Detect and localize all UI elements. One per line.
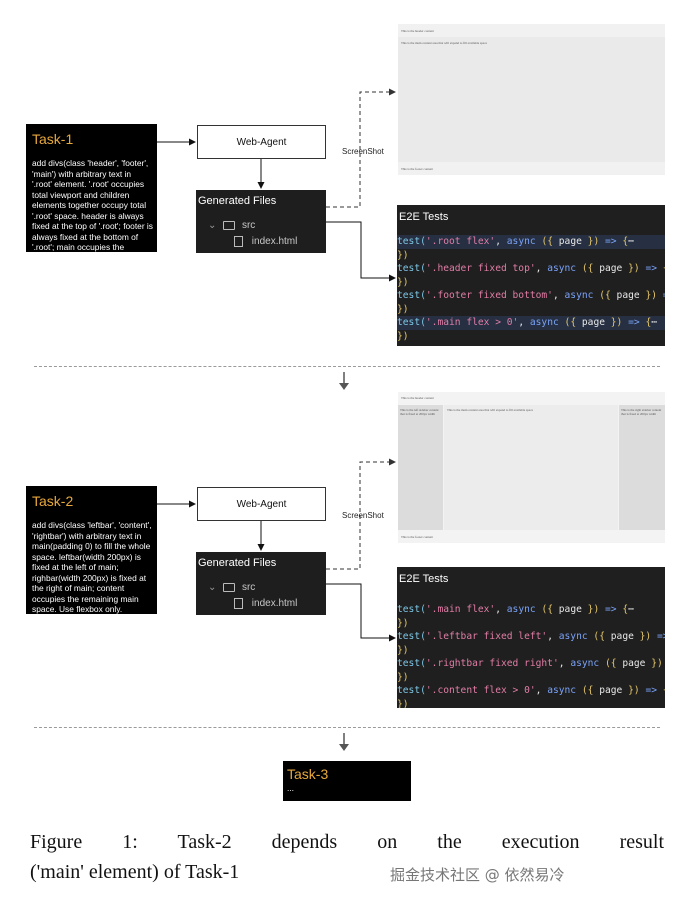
shot2-leftbar: This is the left sidebar content that is…: [398, 405, 443, 530]
task3-description: ...: [287, 783, 294, 793]
shot2-header-text: This is the header content: [401, 396, 434, 400]
tree-file-index[interactable]: index.html: [234, 598, 297, 609]
arrow-files-to-e2e: [326, 221, 396, 282]
tree-folder-src[interactable]: ⌄ src: [208, 220, 255, 231]
test-line: test('.leftbar fixed left', async ({ pag…: [397, 631, 665, 642]
test-line: test('.footer fixed bottom', async ({ pa…: [397, 290, 665, 301]
generated-files-title: Generated Files: [198, 557, 277, 569]
web-agent-box-1: Web-Agent: [197, 125, 326, 159]
folder-icon: [223, 582, 236, 592]
generated-files-panel-2: Generated Files ⌄ src index.html: [196, 552, 326, 615]
shot2-right-text: This is the right sidebar content that i…: [621, 408, 662, 416]
file-icon: [234, 236, 243, 247]
section-divider-1: [34, 366, 660, 367]
shot2-left-text: This is the left sidebar content that is…: [400, 408, 439, 416]
watermark: 掘金技术社区 @ 依然易冷: [390, 866, 565, 884]
test-close-line: }): [397, 671, 409, 683]
test-close-line: }): [397, 644, 409, 656]
screenshot-preview-1: This is the header content This is the m…: [398, 24, 665, 175]
task1-title: Task-1: [32, 131, 74, 147]
shot1-main-text: This is the main content area that will …: [401, 41, 488, 45]
e2e-title-1: E2E Tests: [399, 211, 449, 223]
task1-box: Task-1 add divs(class 'header', 'footer'…: [26, 124, 157, 263]
chevron-down-icon: ⌄: [208, 582, 217, 593]
e2e-title-2: E2E Tests: [399, 573, 449, 585]
test-line: test('.content flex > 0', async ({ page …: [397, 685, 665, 696]
test-close-line: }): [397, 303, 409, 315]
down-arrow-2: [339, 733, 349, 751]
file-icon: [234, 598, 243, 609]
generated-files-panel-1: Generated Files ⌄ src index.html: [196, 190, 326, 253]
figure-caption-line1: Figure 1: Task-2 depends on the executio…: [30, 831, 664, 853]
test-line: test('.main flex', async ({ page }) => {…: [397, 604, 634, 615]
screenshot-label-2: ScreenShot: [342, 511, 384, 520]
web-agent-label: Web-Agent: [236, 498, 287, 510]
test-line: test('.header fixed top', async ({ page …: [397, 263, 665, 274]
folder-label: src: [241, 220, 256, 231]
e2e-tests-panel-2: E2E Tests test('.main flex', async ({ pa…: [397, 567, 665, 708]
shot2-footer-text: This is the footer content: [401, 535, 433, 539]
web-agent-label: Web-Agent: [236, 136, 287, 148]
test-close-line: }): [397, 276, 409, 288]
section-divider-2: [34, 727, 660, 728]
folder-label: src: [241, 582, 256, 593]
shot2-content: This is the main content area that will …: [444, 405, 618, 530]
task2-title: Task-2: [32, 493, 74, 509]
task2-box: Task-2 add divs(class 'leftbar', 'conten…: [26, 486, 157, 614]
test-line: test('.main flex > 0', async ({ page }) …: [397, 316, 665, 330]
test-line: test('.root flex', async ({ page }) => {…: [397, 235, 665, 249]
shot2-content-text: This is the main content area that will …: [447, 408, 534, 412]
shot1-footer-text: This is the footer content: [401, 167, 433, 171]
arrow-files-to-screenshot: [326, 458, 396, 570]
web-agent-box-2: Web-Agent: [197, 487, 326, 521]
screenshot-label-1: ScreenShot: [342, 147, 384, 156]
folder-icon: [223, 220, 236, 230]
chevron-down-icon: ⌄: [208, 220, 217, 231]
down-arrow-1: [339, 372, 349, 390]
shot1-header: This is the header content: [398, 24, 665, 37]
shot2-rightbar: This is the right sidebar content that i…: [619, 405, 665, 530]
shot1-header-text: This is the header content: [401, 29, 434, 33]
file-label: index.html: [251, 598, 298, 610]
task3-box: Task-3 ...: [283, 761, 411, 801]
shot1-footer: This is the footer content: [398, 162, 665, 175]
tree-folder-src[interactable]: ⌄ src: [208, 582, 255, 593]
figure-caption-line2: ('main' element) of Task-1: [30, 861, 240, 883]
test-close-line: }): [397, 698, 409, 709]
connector-arrows-2: [157, 458, 396, 642]
task3-title: Task-3: [287, 766, 329, 782]
test-close-line: }): [397, 617, 409, 629]
connector-arrows-1: [157, 88, 396, 282]
tree-file-index[interactable]: index.html: [234, 236, 297, 247]
arrow-files-to-e2e: [326, 583, 396, 642]
arrow-files-to-screenshot: [326, 88, 396, 208]
shot2-footer: This is the footer content: [398, 531, 665, 543]
task2-description: add divs(class 'leftbar', 'content', 'ri…: [32, 520, 152, 614]
shot2-header: This is the header content: [398, 392, 665, 404]
test-close-line: }): [397, 249, 409, 261]
test-close-line: }): [397, 330, 409, 342]
test-line: test('.rightbar fixed right', async ({ p…: [397, 658, 663, 669]
generated-files-title: Generated Files: [198, 195, 277, 207]
e2e-tests-panel-1: E2E Tests test('.root flex', async ({ pa…: [397, 205, 665, 346]
screenshot-preview-2: This is the header content This is the l…: [398, 392, 665, 543]
file-label: index.html: [251, 236, 298, 248]
task1-description: add divs(class 'header', 'footer', 'main…: [32, 158, 153, 263]
